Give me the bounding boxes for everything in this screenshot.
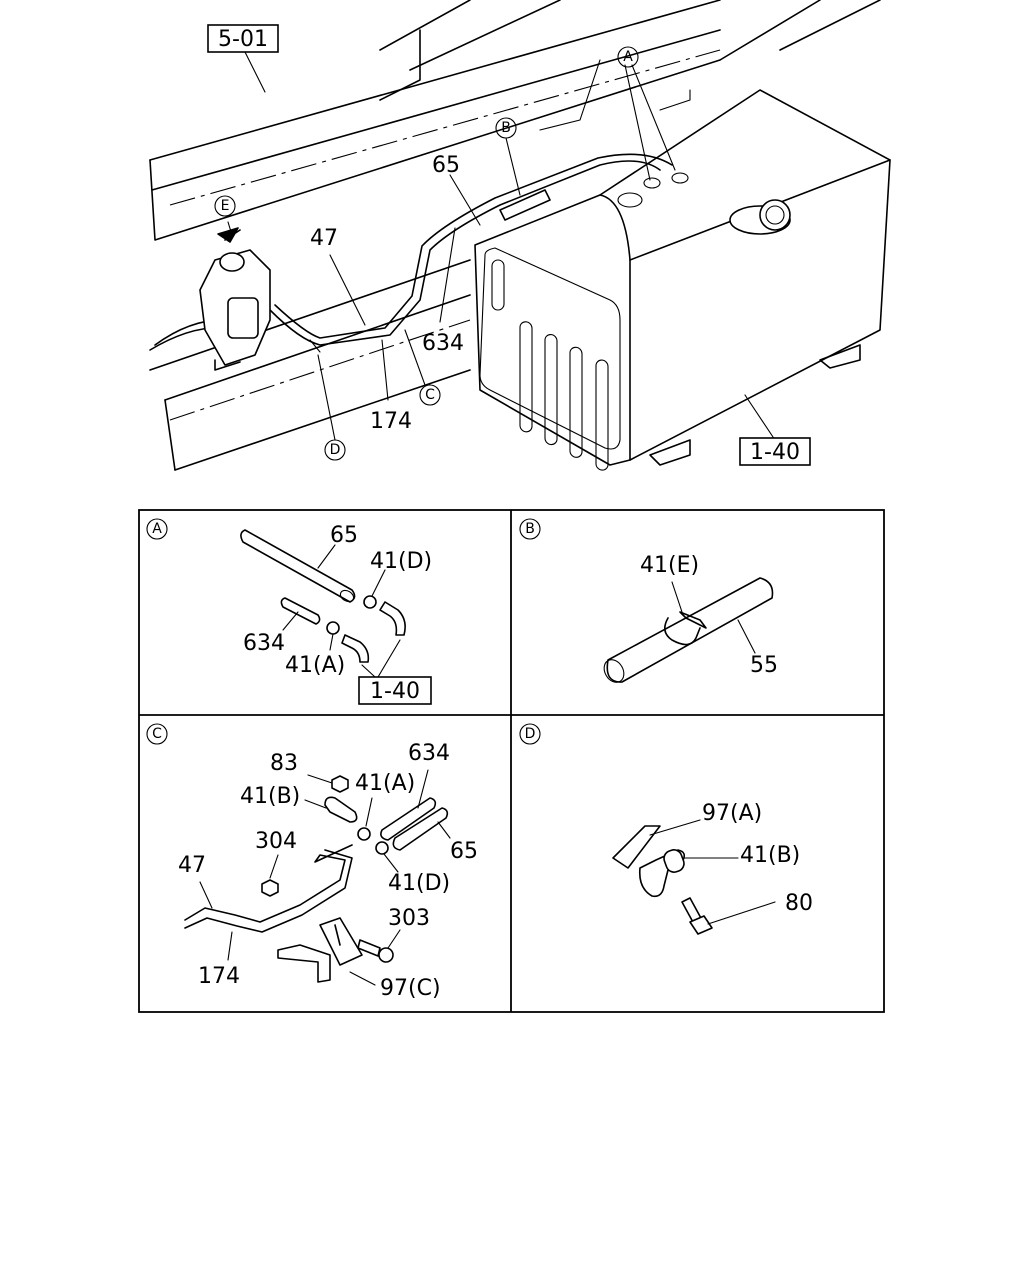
detail-c-41b: 41(B) <box>240 784 300 809</box>
callout-e-label: E <box>221 198 230 214</box>
detail-a-panel: A 65 41(D) 634 41(A) 1-40 <box>146 518 432 705</box>
detail-c-174: 174 <box>198 964 240 989</box>
detail-d-panel: D 97(A) 41(B) 80 <box>519 723 813 935</box>
detail-b-41e: 41(E) <box>640 553 699 578</box>
frame-rail <box>149 0 881 471</box>
detail-grid <box>138 509 885 1013</box>
detail-a-tag: A <box>152 521 162 537</box>
overview-illustration: 5-01 1-40 A B C D E 65 47 634 174 <box>149 0 891 471</box>
detail-c-97c: 97(C) <box>380 976 441 1001</box>
callout-d: D <box>324 439 346 461</box>
callout-a-label: A <box>623 49 633 65</box>
callout-d-label: D <box>330 442 341 458</box>
detail-b-tag: B <box>525 521 535 537</box>
callout-e: E <box>214 195 236 217</box>
callout-a: A <box>617 46 639 68</box>
detail-d-97a: 97(A) <box>702 801 762 826</box>
part-174-label: 174 <box>370 409 412 434</box>
detail-c-304: 304 <box>255 829 297 854</box>
part-65-label: 65 <box>432 153 460 178</box>
detail-a-634: 634 <box>243 631 285 656</box>
detail-a-41a: 41(A) <box>285 653 345 678</box>
callout-b: B <box>495 117 517 139</box>
part-47-label: 47 <box>310 226 338 251</box>
detail-c-tag: C <box>152 726 162 742</box>
fuel-filter-assembly <box>199 227 271 371</box>
detail-b-55: 55 <box>750 653 778 678</box>
part-634-label: 634 <box>422 331 464 356</box>
tank-ref-box <box>739 437 811 466</box>
fuel-tank <box>474 89 891 471</box>
detail-d-41b: 41(B) <box>740 843 800 868</box>
detail-d-80: 80 <box>785 891 813 916</box>
frame-ref-box <box>207 24 279 53</box>
tank-ref-label: 1-40 <box>750 440 800 465</box>
detail-c-47: 47 <box>178 853 206 878</box>
callout-b-label: B <box>501 120 511 136</box>
detail-a-65: 65 <box>330 523 358 548</box>
detail-a-ref-box <box>358 676 432 705</box>
detail-a-41d: 41(D) <box>370 549 432 574</box>
detail-c-65: 65 <box>450 839 478 864</box>
frame-ref-label: 5-01 <box>218 27 268 52</box>
callout-c: C <box>419 384 441 406</box>
callout-c-label: C <box>425 387 435 403</box>
detail-c-41a: 41(A) <box>355 771 415 796</box>
detail-a-ref: 1-40 <box>370 679 420 704</box>
detail-d-tag: D <box>525 726 536 742</box>
detail-c-41d: 41(D) <box>388 871 450 896</box>
detail-c-panel: C 83 41(B) 41(A) <box>146 723 478 1001</box>
detail-b-panel: B 41(E) 55 <box>519 518 778 683</box>
detail-c-303: 303 <box>388 906 430 931</box>
detail-c-83: 83 <box>270 751 298 776</box>
overview-leaders <box>227 51 776 441</box>
detail-c-634: 634 <box>408 741 450 766</box>
